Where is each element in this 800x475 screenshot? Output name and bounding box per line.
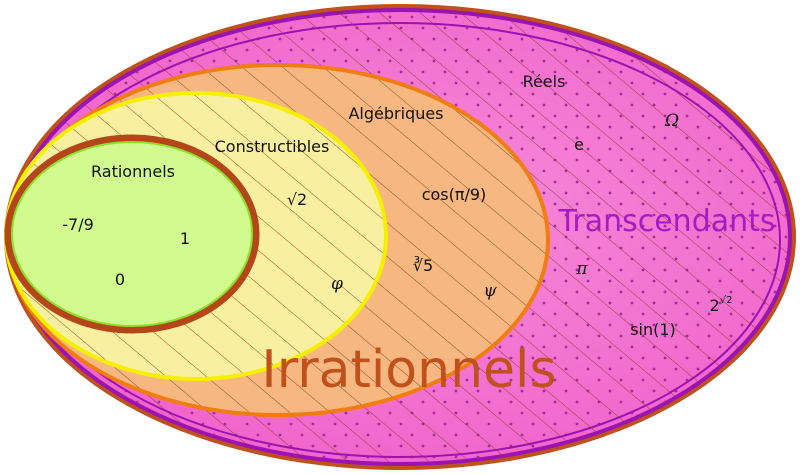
label-transcendants: Transcendants <box>557 204 775 239</box>
label-reels: Réels <box>523 72 566 91</box>
number-phi: φ <box>331 274 343 294</box>
number-psi: ψ <box>483 281 497 301</box>
label-irrationnels: Irrationnels <box>261 340 556 400</box>
number-omega: Ω <box>664 111 679 131</box>
number-two-power-sqrt-two: 2√2 <box>710 295 733 315</box>
rationnels-inner-ring <box>11 141 253 327</box>
power-exponent: √2 <box>720 295 733 306</box>
number-e: e <box>574 135 584 154</box>
rationnels-region <box>4 134 260 334</box>
number-sqrt-two: √2 <box>287 190 307 209</box>
number-zero: 0 <box>115 270 125 289</box>
label-rationnels: Rationnels <box>91 162 175 181</box>
power-base: 2 <box>710 296 720 315</box>
number-pi: π <box>575 259 588 279</box>
number-cube-root-five: ∛5 <box>413 256 433 275</box>
number-sin-one: sin(1) <box>630 320 676 339</box>
number-one: 1 <box>180 229 190 248</box>
number-cos-pi-over-nine: cos(π/9) <box>422 185 487 204</box>
label-constructibles: Constructibles <box>215 137 330 156</box>
label-algebriques: Algébriques <box>348 104 443 123</box>
number-minus-seven-ninths: -7/9 <box>62 215 94 234</box>
